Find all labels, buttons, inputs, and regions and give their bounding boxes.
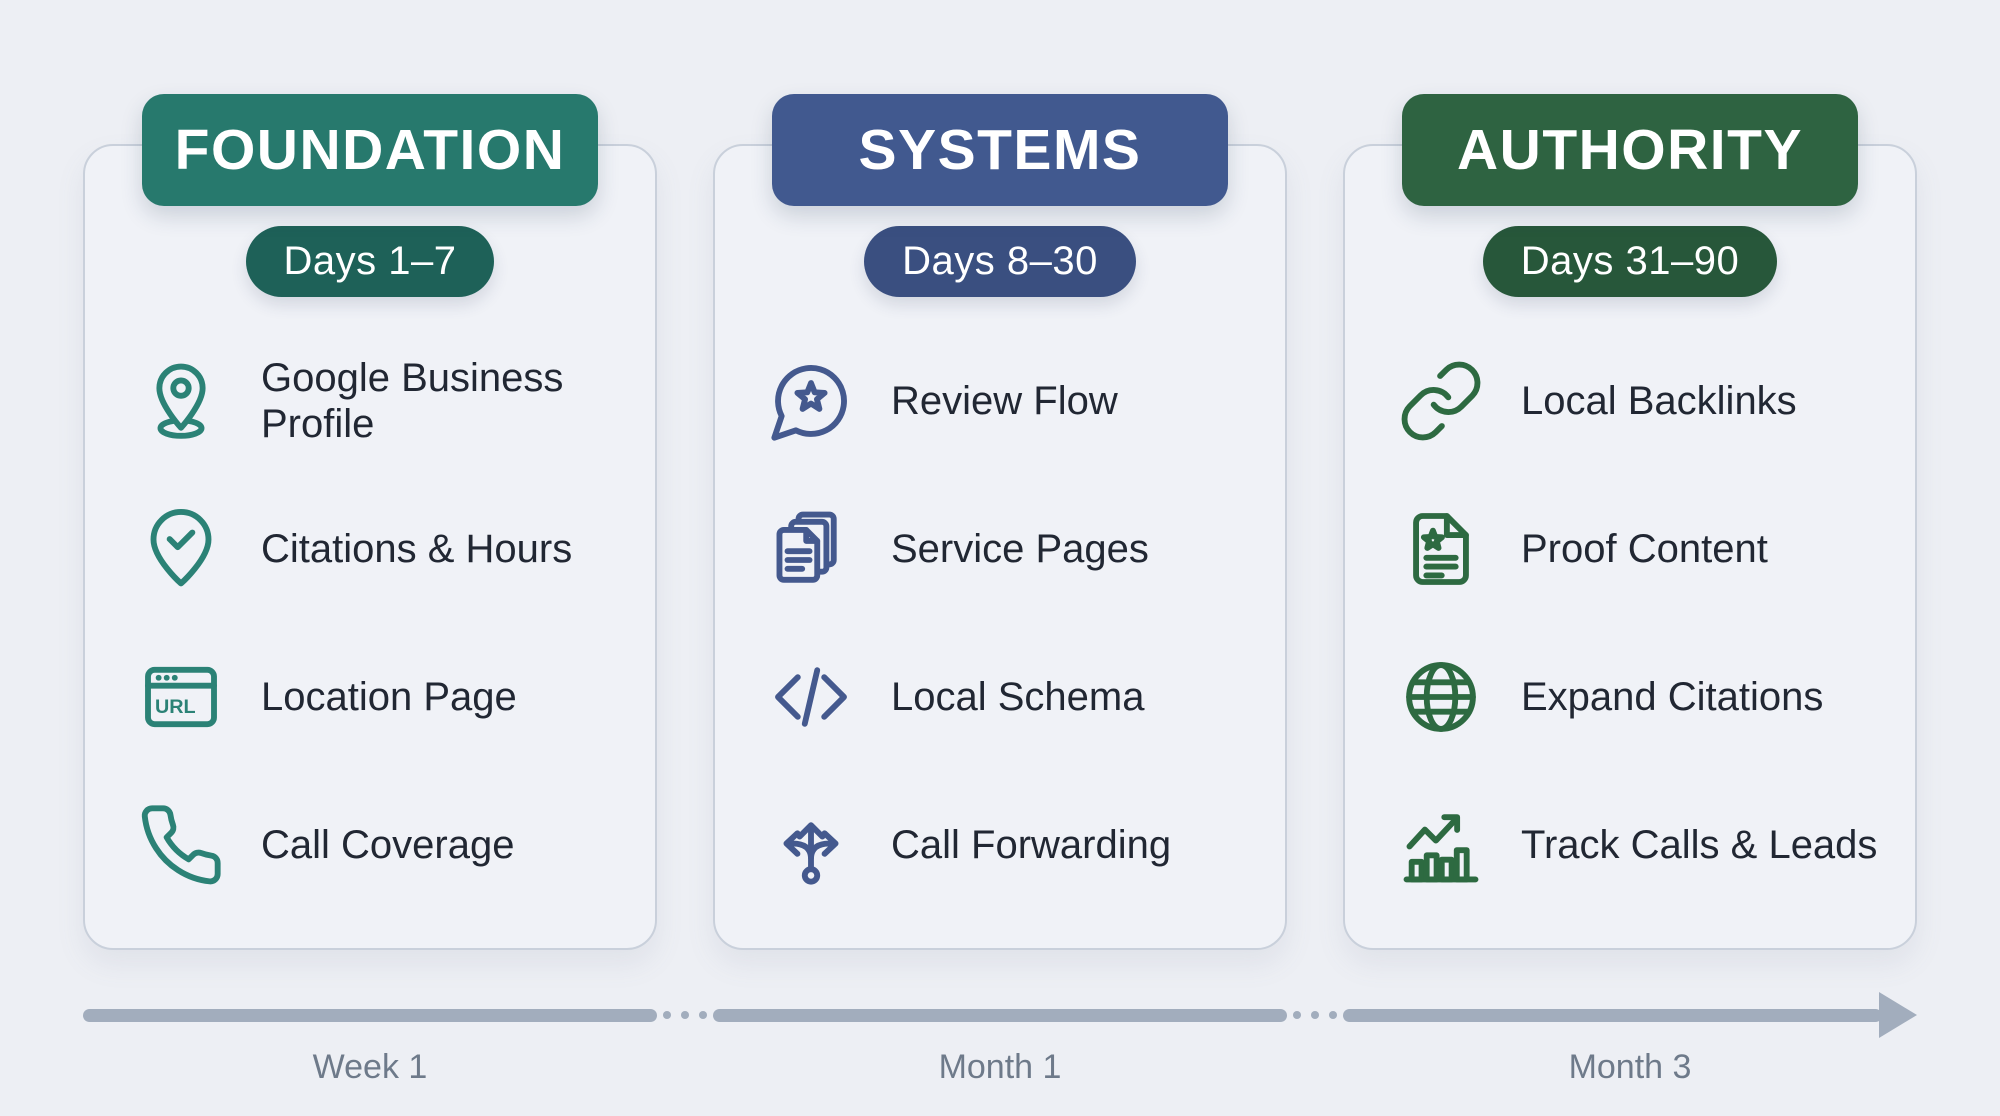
timeline-segment-month3 — [1343, 992, 1917, 1038]
timeline-label-gap — [1287, 1048, 1343, 1087]
timeline-segment-month1 — [713, 1008, 1287, 1022]
phase-title: FOUNDATION — [174, 118, 566, 182]
roadmap-item: Call Forwarding — [767, 771, 1261, 919]
timeline-label-month3: Month 3 — [1568, 1048, 1692, 1086]
roadmap-item: Citations & Hours — [137, 475, 631, 623]
phase-header-systems: SYSTEMS — [772, 94, 1228, 207]
timeline-segment-week1 — [83, 1008, 657, 1022]
item-label: Track Calls & Leads — [1521, 822, 1878, 867]
phase-title: AUTHORITY — [1457, 118, 1803, 182]
phone-icon — [137, 801, 225, 889]
timeline-dots — [657, 1011, 713, 1019]
checklist: Local Backlinks Proof Content — [1345, 327, 1915, 919]
phase-card-systems: SYSTEMS Days 8–30 Review Flow — [713, 94, 1287, 950]
roadmap-item: Call Coverage — [137, 771, 631, 919]
timeline-dot — [681, 1011, 689, 1019]
code-icon — [767, 653, 855, 741]
days-badge: Days 1–7 — [245, 226, 495, 297]
timeline-dots — [1287, 1011, 1343, 1019]
item-label: Call Coverage — [261, 822, 515, 867]
map-pin-icon — [137, 357, 225, 445]
roadmap-item: Service Pages — [767, 475, 1261, 623]
timeline-dot — [663, 1011, 671, 1019]
days-badge: Days 31–90 — [1482, 226, 1778, 297]
roadmap-item: Google Business Profile — [137, 327, 631, 475]
checklist: Review Flow Service — [715, 327, 1285, 919]
item-label: Call Forwarding — [891, 822, 1172, 867]
timeline — [0, 992, 2000, 1038]
chart-growth-icon — [1397, 801, 1485, 889]
timeline-bar — [83, 1008, 657, 1022]
item-label: Service Pages — [891, 526, 1149, 571]
roadmap-item: URL Location Page — [137, 623, 631, 771]
item-label: Citations & Hours — [261, 526, 573, 571]
call-forwarding-route-icon — [767, 801, 855, 889]
phase-card-foundation: FOUNDATION Days 1–7 Google Business Prof… — [83, 94, 657, 950]
roadmap-item: Review Flow — [767, 327, 1261, 475]
svg-text:URL: URL — [155, 696, 196, 718]
timeline-label-gap — [657, 1048, 713, 1087]
days-badge: Days 8–30 — [864, 226, 1136, 297]
timeline-arrowhead-icon — [1879, 992, 1917, 1038]
globe-icon — [1397, 653, 1485, 741]
timeline-bar — [1343, 1008, 1882, 1022]
service-pages-icon — [767, 505, 855, 593]
roadmap-item: Proof Content — [1397, 475, 1891, 623]
roadmap-item: Local Backlinks — [1397, 327, 1891, 475]
timeline-dot — [1311, 1011, 1319, 1019]
checklist: Google Business Profile Citations & Hour… — [85, 327, 655, 919]
phase-card-authority: AUTHORITY Days 31–90 Local Backlinks — [1343, 94, 1917, 950]
item-label: Local Backlinks — [1521, 378, 1797, 423]
roadmap-item: Track Calls & Leads — [1397, 771, 1891, 919]
phase-title: SYSTEMS — [858, 118, 1142, 182]
file-star-icon — [1397, 505, 1485, 593]
timeline-bar — [713, 1008, 1287, 1022]
roadmap-item: Expand Citations — [1397, 623, 1891, 771]
item-label: Local Schema — [891, 674, 1145, 719]
item-label: Location Page — [261, 674, 517, 719]
item-label: Google Business Profile — [261, 355, 564, 446]
timeline-label-week1: Week 1 — [312, 1048, 428, 1086]
pin-check-icon — [137, 505, 225, 593]
review-star-bubble-icon — [767, 357, 855, 445]
link-icon — [1397, 357, 1485, 445]
timeline-dot — [1293, 1011, 1301, 1019]
timeline-dot — [1329, 1011, 1337, 1019]
roadmap-item: Local Schema — [767, 623, 1261, 771]
item-label: Proof Content — [1521, 526, 1768, 571]
phase-header-authority: AUTHORITY — [1402, 94, 1858, 207]
timeline-label-month1: Month 1 — [938, 1048, 1062, 1086]
timeline-labels: Week 1 Month 1 Month 3 — [0, 1048, 2000, 1087]
item-label: Review Flow — [891, 378, 1118, 423]
phase-header-foundation: FOUNDATION — [142, 94, 598, 207]
phase-columns: FOUNDATION Days 1–7 Google Business Prof… — [83, 94, 1917, 950]
timeline-dot — [699, 1011, 707, 1019]
item-label: Expand Citations — [1521, 674, 1824, 719]
browser-url-icon: URL — [137, 653, 225, 741]
